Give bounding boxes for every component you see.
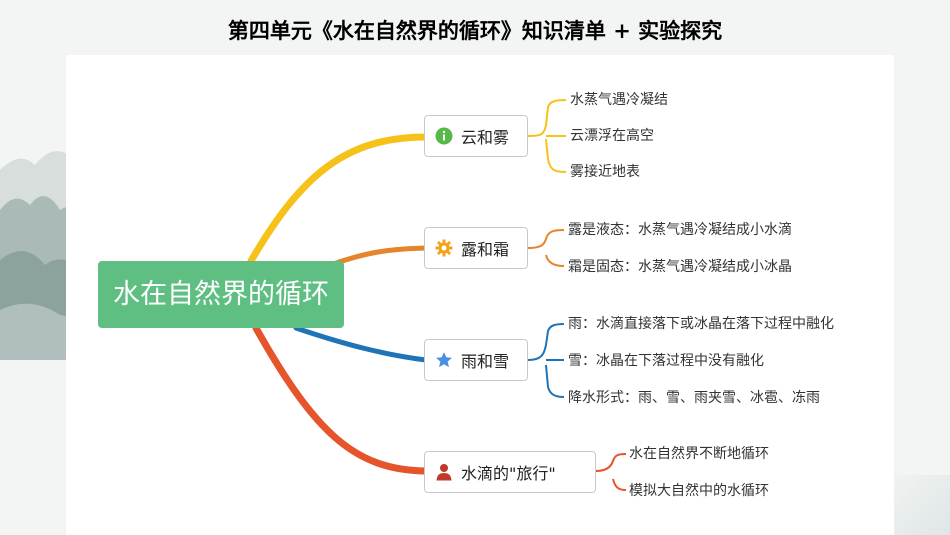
gear-icon [435, 239, 453, 257]
branch-dew-frost: 露和霜 [424, 227, 528, 269]
leaf-text: 水蒸气遇冷凝结 [570, 92, 668, 108]
branch-water-drop-journey: 水滴的"旅行" [424, 451, 596, 493]
leaf-text: 云漂浮在高空 [570, 128, 654, 144]
leaf-text: 降水形式：雨、雪、雨夹雪、冰雹、冻雨 [568, 390, 820, 406]
leaf-text: 雪：冰晶在下落过程中没有融化 [568, 353, 764, 369]
branch-label: 水滴的"旅行" [461, 464, 556, 483]
leaf-text: 霜是固态：水蒸气遇冷凝结成小冰晶 [568, 259, 792, 275]
leaf-text: 雾接近地表 [570, 164, 640, 180]
page-title: 第四单元《水在自然界的循环》知识清单 + 实验探究 [227, 18, 723, 43]
bracket-branch-3 [527, 323, 565, 398]
link-root-branch-2 [333, 245, 429, 266]
leaf-text: 雨：水滴直接落下或冰晶在落下过程中融化 [568, 316, 834, 332]
bracket-branch-2 [527, 229, 565, 267]
link-root-branch-1 [247, 133, 430, 265]
star-icon [435, 351, 453, 369]
link-root-branch-3 [293, 325, 429, 363]
bracket-branch-1 [527, 99, 567, 173]
bracket-branch-4 [595, 453, 627, 491]
info-icon [435, 127, 453, 145]
leaf-text: 水在自然界不断地循环 [629, 446, 769, 462]
branch-label: 雨和雪 [461, 352, 510, 371]
mindmap-links [247, 99, 627, 491]
mindmap-canvas: 水在自然界的循环 云和雾 水蒸气遇冷凝结 云漂浮在高空 雾接近地表 露和霜 露是… [66, 55, 894, 535]
branch-label: 露和霜 [461, 240, 510, 259]
leaf-text: 模拟大自然中的水循环 [629, 483, 769, 499]
link-root-branch-4 [252, 324, 430, 475]
branch-cloud-fog: 云和雾 [424, 115, 528, 157]
person-icon [435, 463, 453, 481]
branch-rain-snow: 雨和雪 [424, 339, 528, 381]
branch-label: 云和雾 [461, 128, 510, 147]
leaf-text: 露是液态：水蒸气遇冷凝结成小水滴 [568, 222, 792, 238]
mindmap-root: 水在自然界的循环 [98, 261, 344, 328]
